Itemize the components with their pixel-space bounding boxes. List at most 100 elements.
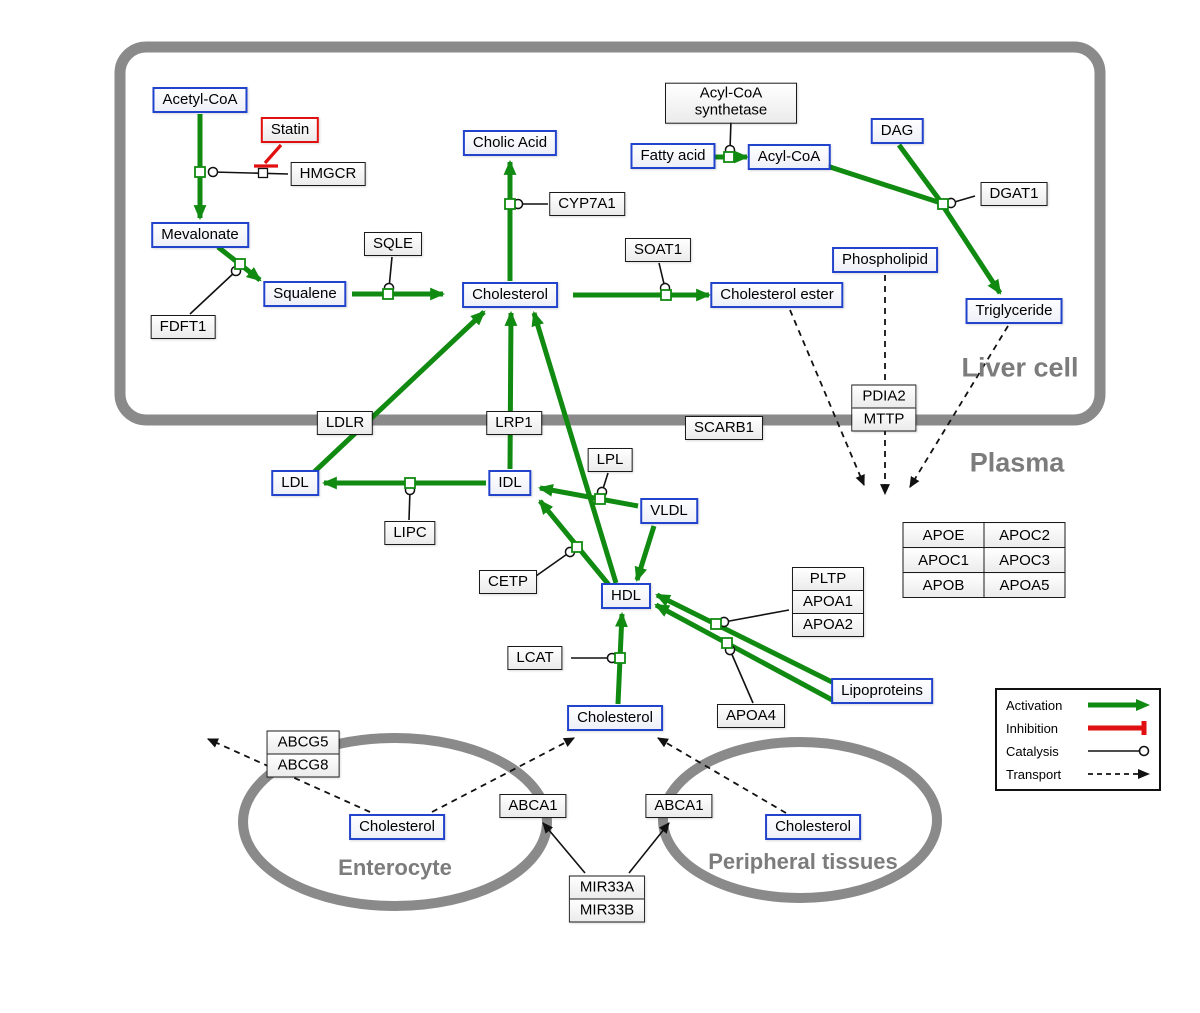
node-mevalonate[interactable]: Mevalonate bbox=[151, 222, 249, 248]
node-squalene[interactable]: Squalene bbox=[263, 281, 347, 307]
catalysis-lipc bbox=[404, 484, 416, 521]
enterocyte-membrane bbox=[238, 733, 552, 911]
node-cyp7a1[interactable]: CYP7A1 bbox=[549, 192, 625, 216]
catalysis-soat1 bbox=[658, 262, 671, 294]
node-lcat[interactable]: LCAT bbox=[507, 646, 563, 670]
catalysis-acylcoa-synthetase bbox=[724, 119, 736, 156]
node-lipc[interactable]: LIPC bbox=[384, 521, 436, 545]
node-ldlr[interactable]: LDLR bbox=[316, 411, 374, 435]
inhibition-edge-statin-hmgcr bbox=[254, 143, 283, 168]
node-apoc1[interactable]: APOC1 bbox=[902, 547, 985, 573]
node-idl[interactable]: IDL bbox=[488, 470, 532, 496]
node-cholesterol-ester[interactable]: Cholesterol ester bbox=[710, 282, 844, 308]
apolipoprotein-table: APOE APOC2 APOC1 APOC3 APOB APOA5 bbox=[902, 522, 1066, 598]
node-mttp[interactable]: MTTP bbox=[852, 407, 916, 431]
catalysis-cetp bbox=[535, 546, 576, 577]
node-hmgcr[interactable]: HMGCR bbox=[290, 162, 366, 186]
edge-lipoproteins-hdl-upper bbox=[655, 592, 834, 685]
node-scarb1[interactable]: SCARB1 bbox=[684, 416, 764, 440]
node-mir33b[interactable]: MIR33B bbox=[569, 898, 645, 922]
legend-catalysis-label: Catalysis bbox=[1006, 743, 1059, 759]
node-dag[interactable]: DAG bbox=[870, 118, 924, 144]
edge-junction-triglyceride bbox=[940, 204, 1003, 295]
edge-hdl-cholesterol bbox=[531, 310, 619, 584]
node-abcg8[interactable]: ABCG8 bbox=[267, 753, 339, 777]
transport-enterocyte-to-plasma-cholesterol bbox=[431, 737, 575, 813]
peripheral-tissues-label: Peripheral tissues bbox=[708, 849, 898, 874]
node-statin[interactable]: Statin bbox=[260, 117, 320, 143]
node-hdl[interactable]: HDL bbox=[600, 583, 652, 609]
node-apoa1[interactable]: APOA1 bbox=[792, 590, 864, 613]
node-cholesterol-peripheral[interactable]: Cholesterol bbox=[765, 814, 861, 840]
node-apoc3[interactable]: APOC3 bbox=[983, 547, 1066, 573]
node-apoc2[interactable]: APOC2 bbox=[983, 522, 1066, 548]
node-soat1[interactable]: SOAT1 bbox=[624, 238, 692, 262]
transport-symbol-icon bbox=[1088, 769, 1150, 779]
node-fatty-acid[interactable]: Fatty acid bbox=[630, 143, 716, 169]
node-pdia2[interactable]: PDIA2 bbox=[852, 385, 916, 408]
inhibition-symbol-icon bbox=[1088, 721, 1147, 735]
hmgcr-inhibition-anchor bbox=[257, 167, 269, 179]
node-vldl[interactable]: VLDL bbox=[640, 498, 698, 524]
node-triglyceride[interactable]: Triglyceride bbox=[965, 298, 1063, 324]
node-fdft1[interactable]: FDFT1 bbox=[150, 315, 216, 339]
node-acyl-coa[interactable]: Acyl-CoA bbox=[747, 144, 831, 170]
node-cholesterol-liver[interactable]: Cholesterol bbox=[462, 282, 558, 308]
activation-symbol-icon bbox=[1088, 699, 1150, 711]
catalysis-sqle bbox=[383, 256, 395, 294]
node-pltp-apoa-complex[interactable]: PLTP APOA1 APOA2 bbox=[791, 567, 865, 637]
edge-mir33-abca1-peripheral bbox=[628, 822, 670, 874]
edge-acylcoa-to-dgat-junction bbox=[826, 163, 942, 206]
legend-transport-label: Transport bbox=[1006, 766, 1062, 782]
edge-vldl-idl bbox=[537, 483, 639, 509]
node-abcg5[interactable]: ABCG5 bbox=[267, 731, 339, 754]
node-lipoproteins[interactable]: Lipoproteins bbox=[831, 678, 933, 704]
catalysis-apoa4 bbox=[724, 644, 754, 704]
catalysis-pltp-apoa1-apoa2 bbox=[718, 609, 790, 628]
edge-ldl-ldlr-cholesterol bbox=[310, 310, 486, 476]
node-cholesterol-enterocyte[interactable]: Cholesterol bbox=[349, 814, 445, 840]
node-cholic-acid[interactable]: Cholic Acid bbox=[462, 130, 558, 156]
catalysis-symbol-icon bbox=[1088, 745, 1150, 757]
node-phospholipid[interactable]: Phospholipid bbox=[832, 247, 938, 273]
edge-idl-lrp1-cholesterol bbox=[504, 310, 518, 470]
catalysis-edges bbox=[189, 119, 976, 704]
node-acyl-coa-synthetase[interactable]: Acyl-CoA synthetase bbox=[665, 82, 797, 124]
catalysis-dgat1 bbox=[945, 195, 976, 209]
edge-lipoproteins-hdl-lower bbox=[654, 602, 838, 705]
node-mir33-complex[interactable]: MIR33A MIR33B bbox=[568, 875, 646, 923]
legend-row-inhibition: Inhibition bbox=[1006, 720, 1150, 736]
node-apoa4[interactable]: APOA4 bbox=[716, 704, 786, 728]
node-mir33a[interactable]: MIR33A bbox=[569, 876, 645, 899]
node-cholesterol-plasma[interactable]: Cholesterol bbox=[567, 705, 663, 731]
peripheral-tissues-membrane bbox=[658, 737, 942, 903]
catalysis-lpl bbox=[596, 472, 609, 498]
node-sqle[interactable]: SQLE bbox=[363, 232, 423, 256]
node-lpl[interactable]: LPL bbox=[587, 448, 633, 472]
node-dgat1[interactable]: DGAT1 bbox=[980, 182, 1048, 206]
catalysis-fdft1 bbox=[189, 265, 242, 315]
node-acetyl-coa[interactable]: Acetyl-CoA bbox=[152, 87, 248, 113]
mir33-edges bbox=[542, 822, 670, 874]
legend-row-activation: Activation bbox=[1006, 697, 1150, 713]
reaction-squares bbox=[194, 151, 949, 664]
edge-dag-to-dgat-junction bbox=[896, 143, 944, 204]
catalysis-hmgcr bbox=[207, 166, 289, 178]
node-apoa5[interactable]: APOA5 bbox=[983, 572, 1066, 598]
node-lrp1[interactable]: LRP1 bbox=[486, 411, 542, 435]
node-apob[interactable]: APOB bbox=[902, 572, 985, 598]
legend-row-catalysis: Catalysis bbox=[1006, 743, 1150, 759]
legend: Activation Inhibition Catalysis Transpor… bbox=[995, 688, 1161, 791]
node-apoe[interactable]: APOE bbox=[902, 522, 985, 548]
node-apoa2[interactable]: APOA2 bbox=[792, 613, 864, 636]
node-pltp[interactable]: PLTP bbox=[792, 568, 864, 590]
node-cetp[interactable]: CETP bbox=[478, 570, 538, 594]
plasma-label: Plasma bbox=[969, 447, 1065, 478]
node-ldl[interactable]: LDL bbox=[271, 470, 319, 496]
node-abcg5-abcg8-complex[interactable]: ABCG5 ABCG8 bbox=[266, 730, 340, 778]
node-abca1-enterocyte[interactable]: ABCA1 bbox=[499, 794, 567, 818]
node-abca1-peripheral[interactable]: ABCA1 bbox=[645, 794, 713, 818]
compartment-membranes bbox=[114, 41, 1106, 911]
node-pdia2-mttp-complex[interactable]: PDIA2 MTTP bbox=[851, 384, 917, 432]
